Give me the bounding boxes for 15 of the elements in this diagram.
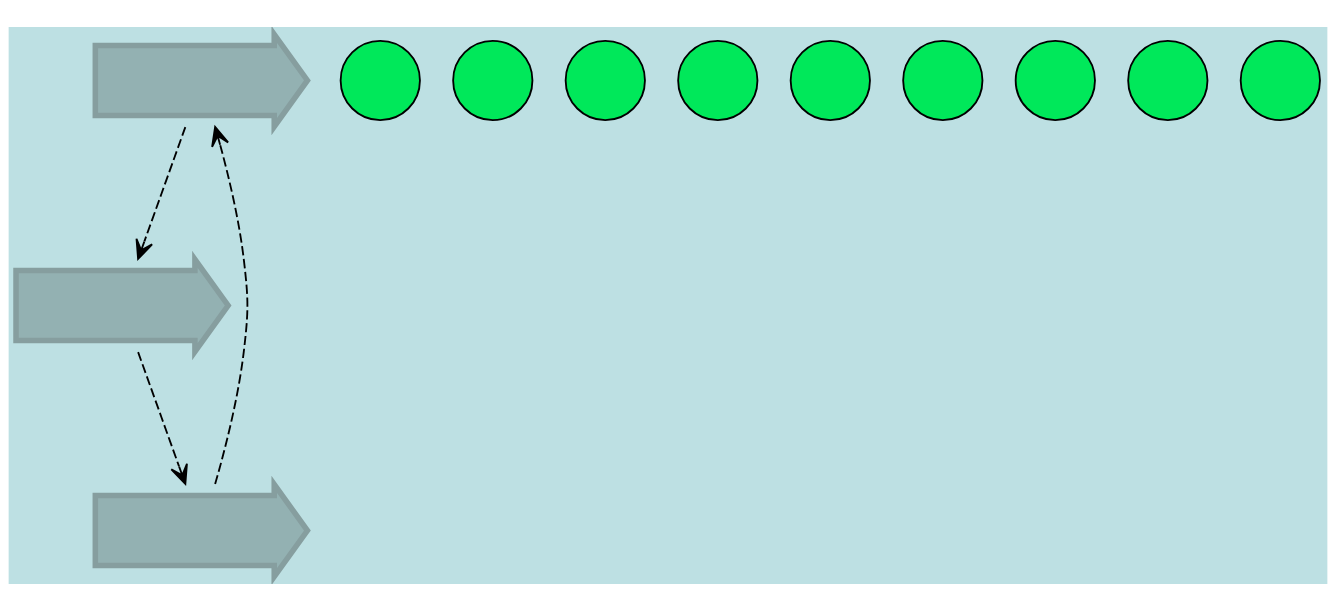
node-circle [339, 39, 421, 122]
arrow [135, 126, 187, 260]
node-circle [902, 39, 984, 122]
node-circle [452, 39, 534, 122]
node-circle [1239, 39, 1321, 122]
arrow [211, 126, 249, 485]
node-arrow [13, 250, 232, 361]
node-circle [789, 39, 871, 122]
arrow [137, 351, 188, 485]
node-circle [677, 39, 759, 122]
node-circle [1127, 39, 1209, 122]
node-arrow [92, 475, 311, 584]
node-arrow [92, 27, 311, 136]
node-circle [564, 39, 646, 122]
node-circle [1014, 39, 1096, 122]
